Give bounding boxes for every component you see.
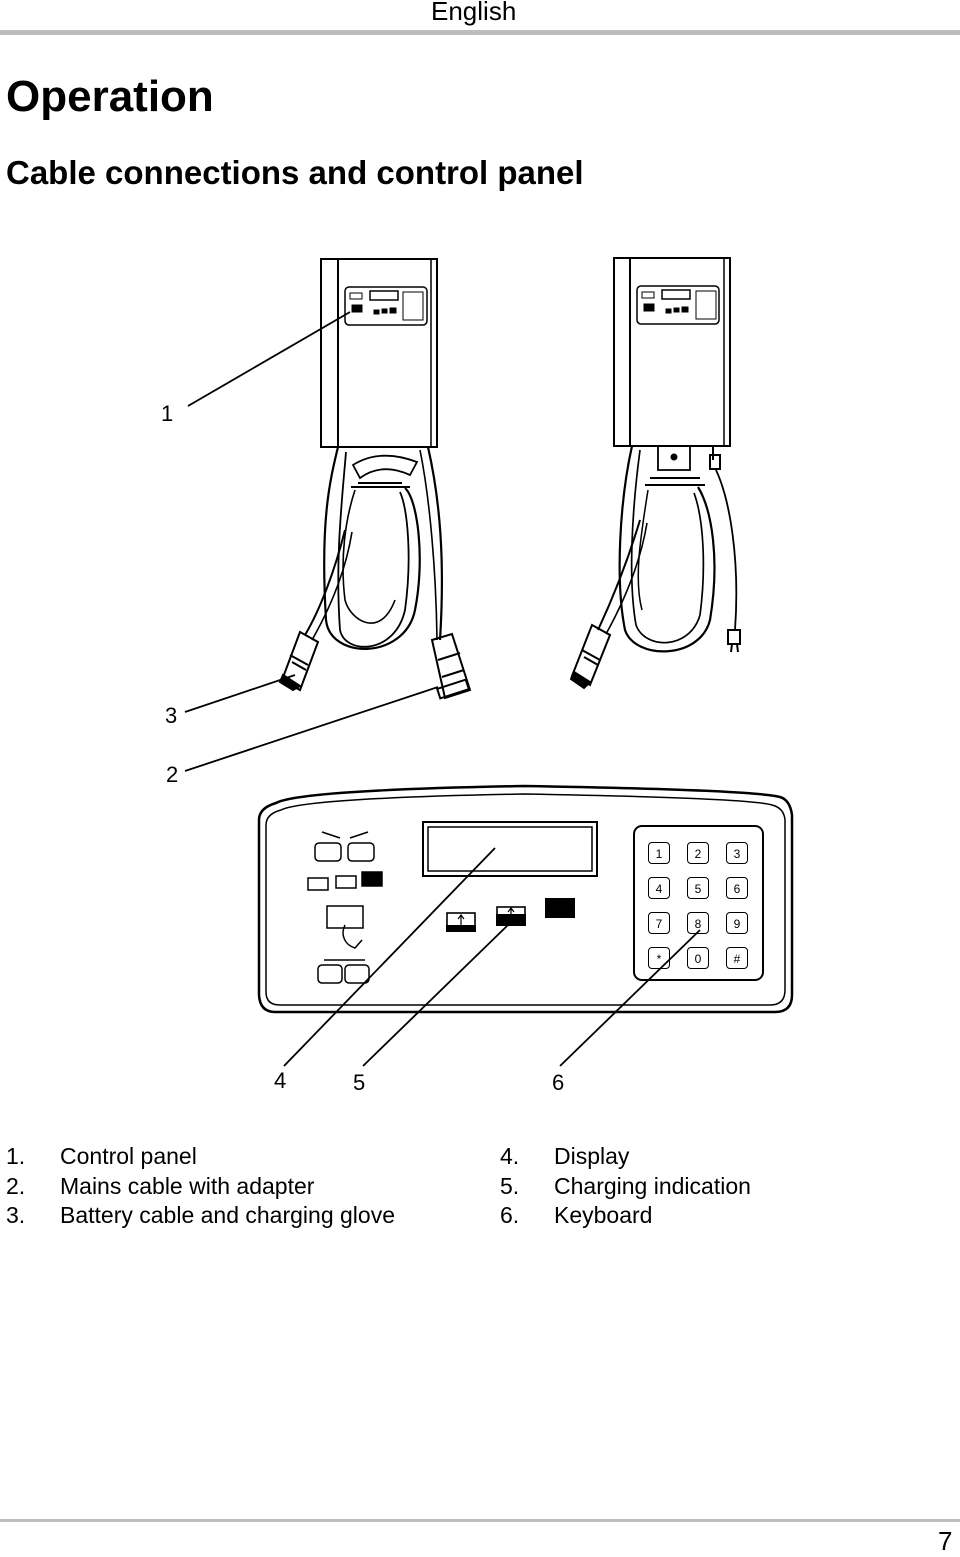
callout-1: 1 (161, 401, 174, 426)
callout-6: 6 (552, 1070, 565, 1095)
legend-item: 2.Mains cable with adapter (6, 1172, 315, 1199)
callout-3: 3 (165, 703, 178, 728)
legend-item: 1.Control panel (6, 1143, 197, 1169)
keypad-key: 4 (648, 877, 670, 899)
keypad-key: # (726, 947, 748, 969)
callout-5: 5 (353, 1070, 366, 1095)
keypad-key: 8 (687, 912, 709, 934)
header-rule (0, 30, 960, 35)
page-number: 7 (938, 1526, 953, 1556)
keypad-key: 9 (726, 912, 748, 934)
control-panel (257, 784, 794, 1014)
callout-2: 2 (166, 762, 179, 787)
legend-item: 6.Keyboard (500, 1202, 653, 1228)
right-charger-unit (569, 257, 741, 690)
keypad-key: 3 (726, 842, 748, 864)
callout-4: 4 (274, 1068, 287, 1093)
leader-lines (184, 311, 701, 1067)
legend-item: 4.Display (500, 1143, 630, 1169)
section-title: Cable connections and control panel (6, 154, 584, 191)
legend-item: 3.Battery cable and charging glove (6, 1202, 395, 1228)
footer-rule (0, 1519, 960, 1522)
keypad-key: 2 (687, 842, 709, 864)
legend-left: 1.Control panel 2.Mains cable with adapt… (6, 1142, 395, 1231)
left-charger-unit (278, 258, 472, 700)
keypad-key: 7 (648, 912, 670, 934)
keypad-key: 5 (687, 877, 709, 899)
keypad-key: 0 (687, 947, 709, 969)
language-label: English (431, 0, 517, 26)
keypad-key: * (648, 947, 670, 969)
keypad-key: 6 (726, 877, 748, 899)
legend-right: 4.Display 5.Charging indication 6.Keyboa… (500, 1142, 751, 1231)
page-title: Operation (6, 72, 214, 121)
legend-item: 5.Charging indication (500, 1172, 751, 1199)
keypad-key: 1 (648, 842, 670, 864)
